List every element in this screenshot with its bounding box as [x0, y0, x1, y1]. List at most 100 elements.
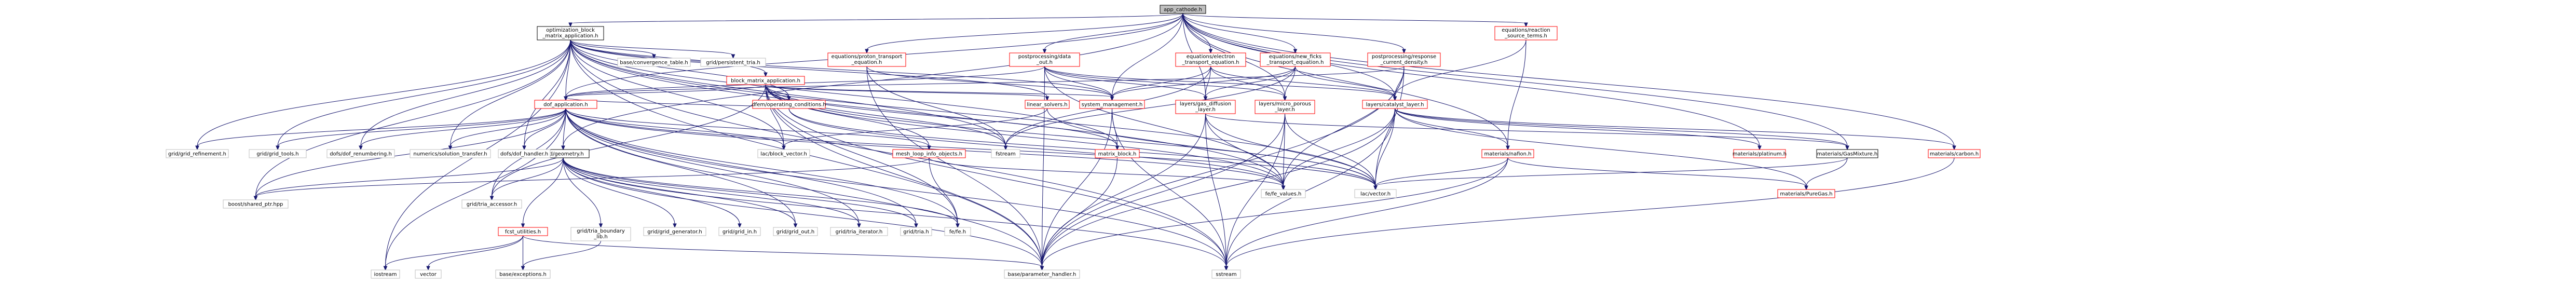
dependency-edge — [565, 108, 1226, 267]
arrowhead — [782, 145, 786, 151]
node-dofs-handler[interactable]: dofs/dof_handler.h — [498, 149, 551, 158]
dependency-edge — [385, 108, 566, 267]
node-mesh-loop[interactable]: mesh_loop_info_objects.h — [892, 149, 966, 158]
node-fe-fe[interactable]: fe/fe.h — [944, 227, 971, 236]
node-base-param[interactable]: base/parameter_handler.h — [1004, 269, 1080, 279]
header-nodes: app_cathode.h optimization_block_matrix_a… — [166, 5, 1981, 279]
node-lac-block[interactable]: lac/block_vector.h — [757, 149, 810, 158]
node-pp-data[interactable]: postprocessing/data_out.h — [1009, 52, 1080, 67]
node-eq-proton[interactable]: equations/proton_transport_equation.h — [827, 52, 906, 67]
node-lac-vector[interactable]: lac/vector.h — [1354, 189, 1397, 198]
node-box — [757, 149, 810, 158]
node-sstream[interactable]: sstream — [1211, 269, 1241, 279]
arrowhead — [1845, 145, 1849, 151]
dependency-edge — [1182, 13, 1211, 50]
dependency-edge — [765, 84, 1042, 267]
dependency-edge — [570, 39, 1284, 187]
arrowhead — [1042, 49, 1047, 54]
arrowhead — [1045, 96, 1050, 101]
node-lin-solv[interactable]: linear_solvers.h — [1025, 100, 1070, 109]
node-label: grid/grid_refinement.h — [168, 152, 226, 157]
node-label: dfem/operating_conditions.h — [752, 102, 826, 108]
node-pp-resp[interactable]: postprocessing/response_current_density.… — [1367, 52, 1441, 67]
node-dbc[interactable]: dfem/operating_conditions.h — [752, 100, 826, 109]
dependency-edge — [1375, 157, 1508, 187]
node-box — [1175, 52, 1246, 67]
dependency-edge — [565, 108, 796, 225]
node-eq-electron[interactable]: equations/electron_transport_equation.h — [1175, 52, 1246, 67]
node-root[interactable]: app_cathode.h — [1160, 5, 1206, 14]
arrowhead — [253, 196, 258, 201]
dependency-edge — [1395, 39, 1526, 98]
dependency-edge — [255, 157, 564, 197]
node-cat-layer[interactable]: layers/catalyst_layer.h — [1362, 100, 1428, 109]
dependency-edge — [1042, 157, 1508, 267]
node-boost-shared[interactable]: boost/shared_ptr.hpp — [223, 199, 289, 209]
dependency-edge — [277, 39, 571, 147]
node-label: block_matrix_application.h — [731, 78, 800, 84]
node-box — [498, 227, 548, 236]
node-vector[interactable]: vector — [415, 269, 442, 279]
node-mat-gasmix[interactable]: materials/GasMixture.h — [1816, 149, 1878, 158]
node-grid-accessor[interactable]: grid/tria_accessor.h — [461, 199, 522, 209]
node-micro[interactable]: layers/micro_porous_layer.h — [1255, 100, 1315, 114]
node-eq-reac-src[interactable]: equations/reaction_source_terms.h — [1494, 26, 1558, 40]
node-grid-tools[interactable]: grid/grid_tools.h — [249, 149, 307, 158]
arrowhead — [1293, 49, 1298, 54]
arrowhead — [1757, 145, 1762, 151]
node-grid-refine[interactable]: grid/grid_refinement.h — [166, 149, 229, 158]
node-bma[interactable]: block_matrix_application.h — [726, 76, 805, 85]
node-matrix-block[interactable]: matrix_block.h — [1095, 149, 1140, 158]
node-fcst-util[interactable]: fcst_utilities.h — [498, 227, 548, 236]
node-grid-in[interactable]: grid/grid_in.h — [718, 227, 761, 236]
node-label: _layer.h — [1274, 107, 1295, 113]
node-iostream[interactable]: iostream — [371, 269, 400, 279]
node-grid-gen[interactable]: grid/grid_generator.h — [643, 227, 706, 236]
node-label: layers/gas_diffusion — [1180, 101, 1231, 107]
node-grid-persist[interactable]: grid/persistent_tria.h — [700, 58, 766, 67]
node-base-conv[interactable]: base/convergence_table.h — [617, 58, 691, 67]
node-mat-carbon[interactable]: materials/carbon.h — [1928, 149, 1981, 158]
dependency-edge — [565, 66, 1405, 98]
node-fstream[interactable]: fstream — [991, 149, 1020, 158]
arrowhead — [857, 223, 861, 228]
node-opt[interactable]: optimization_block_matrix_application.h — [537, 26, 604, 40]
arrowhead — [1283, 96, 1287, 101]
node-mat-puregas[interactable]: materials/PureGas.h — [1777, 189, 1835, 198]
node-sys-mgmt[interactable]: system_management.h — [1079, 100, 1145, 109]
dependency-edge — [1047, 108, 1376, 187]
node-box — [166, 149, 229, 158]
arrowhead — [521, 223, 525, 228]
dependency-edge — [565, 39, 571, 98]
node-label: linear_solvers.h — [1027, 102, 1067, 108]
node-base-exc[interactable]: base/exceptions.h — [495, 269, 551, 279]
node-mat-platinum[interactable]: materials/platinum.h — [1733, 149, 1787, 158]
node-box — [1025, 100, 1070, 109]
arrowhead — [1281, 185, 1286, 191]
node-box — [1481, 149, 1534, 158]
node-label: grid/persistent_tria.h — [706, 60, 760, 66]
node-label: system_management.h — [1082, 102, 1143, 108]
node-box — [726, 76, 805, 85]
node-tria-bound[interactable]: grid/tria_boundary_lib.h — [570, 227, 631, 241]
dependency-edge — [565, 84, 766, 98]
dependency-edge — [565, 66, 1045, 98]
node-dba[interactable]: dof_application.h — [534, 100, 597, 109]
node-gas-diff[interactable]: layers/gas_diffusion_layer.h — [1175, 100, 1236, 114]
dependency-edge — [1226, 157, 1508, 267]
node-grid-tria[interactable]: grid/tria.h — [900, 227, 932, 236]
dependency-edge — [1182, 13, 1848, 147]
node-grid-out[interactable]: grid/grid_out.h — [773, 227, 818, 236]
node-mat-nafion[interactable]: materials/nafion.h — [1481, 149, 1534, 158]
node-tria-iter[interactable]: grid/tria_iterator.h — [830, 227, 888, 236]
node-box — [1175, 100, 1236, 114]
dependency-edge — [765, 84, 784, 147]
node-dofs-renum[interactable]: dofs/dof_renumbering.h — [326, 149, 395, 158]
node-num-sol[interactable]: numerics/solution_transfer.h — [410, 149, 491, 158]
arrowhead — [1373, 185, 1378, 191]
node-eq-newfick[interactable]: equations/new_ficks_transport_equation.h — [1260, 52, 1331, 67]
node-fe-values[interactable]: fe/fe_values.h — [1261, 189, 1306, 198]
dependency-edge — [1375, 108, 1395, 187]
node-label: vector — [420, 272, 437, 278]
